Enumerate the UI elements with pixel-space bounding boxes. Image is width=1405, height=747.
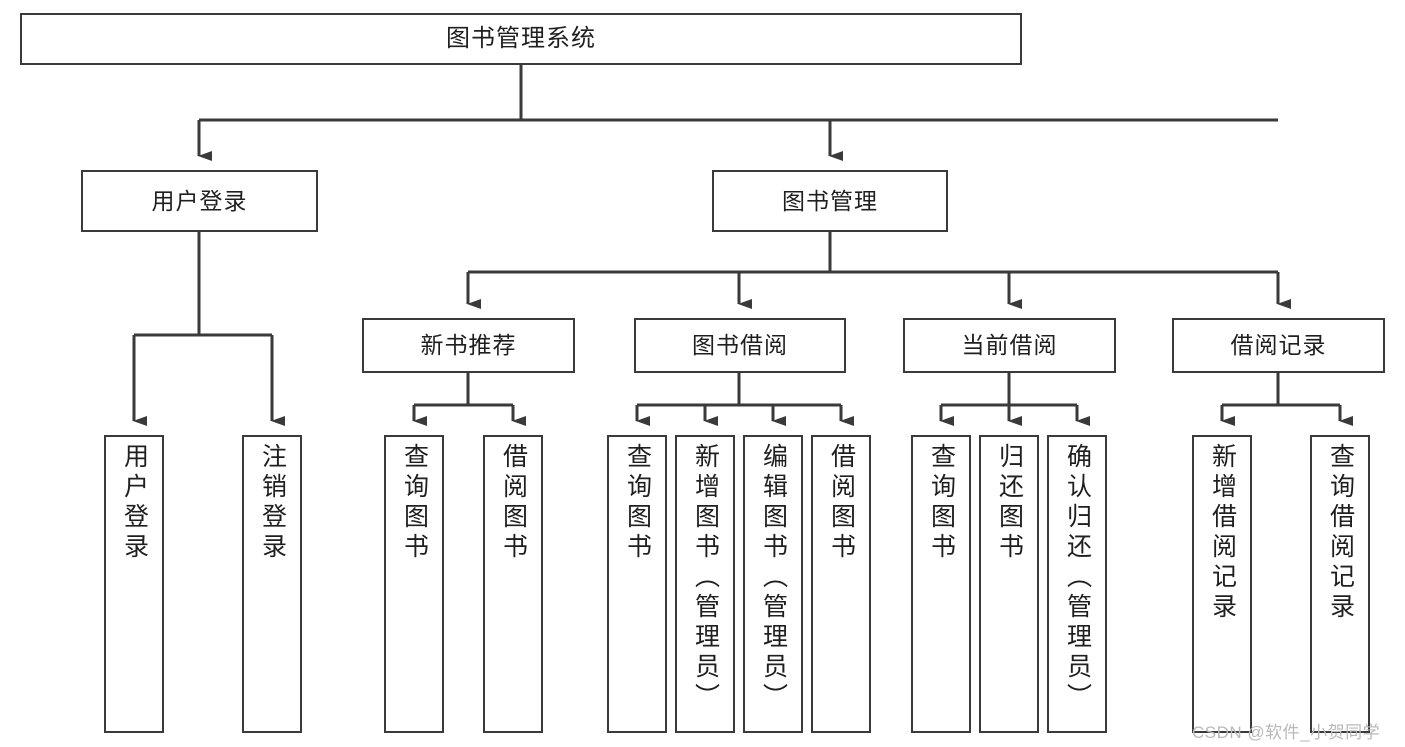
node-borrow-record[interactable]: 借阅记录 — [1172, 318, 1385, 373]
leaf-new-book-query[interactable]: 查询图书 — [384, 435, 444, 733]
leaf-book-borrow-query[interactable]: 查询图书 — [607, 435, 667, 733]
leaf-label: 查询图书 — [623, 443, 652, 563]
leaf-label: 注销登录 — [258, 443, 287, 563]
leaf-current-borrow-confirm-return[interactable]: 确认归还（管理员） — [1047, 435, 1107, 733]
leaf-label: 查询图书 — [400, 443, 429, 563]
leaf-label: 新增借阅记录 — [1208, 443, 1237, 623]
node-label: 借阅记录 — [1230, 332, 1327, 359]
leaf-book-borrow-borrow[interactable]: 借阅图书 — [811, 435, 871, 733]
leaf-label: 借阅图书 — [499, 443, 528, 563]
node-new-book-recommend[interactable]: 新书推荐 — [362, 318, 575, 373]
leaf-user-login-login[interactable]: 用户登录 — [104, 435, 164, 733]
leaf-label: 查询借阅记录 — [1326, 443, 1355, 623]
watermark-text: CSDN @软件_小贺同学 — [1192, 723, 1381, 742]
node-book-management[interactable]: 图书管理 — [712, 170, 948, 232]
leaf-book-borrow-add[interactable]: 新增图书（管理员） — [675, 435, 735, 733]
leaf-new-book-borrow[interactable]: 借阅图书 — [483, 435, 543, 733]
leaf-label: 查询图书 — [927, 443, 956, 563]
node-label: 图书管理系统 — [446, 25, 596, 53]
leaf-borrow-record-add[interactable]: 新增借阅记录 — [1192, 435, 1252, 733]
leaf-book-borrow-edit[interactable]: 编辑图书（管理员） — [743, 435, 803, 733]
leaf-label: 用户登录 — [120, 443, 149, 563]
node-root-book-management-system[interactable]: 图书管理系统 — [20, 13, 1022, 65]
node-user-login[interactable]: 用户登录 — [81, 170, 318, 232]
node-label: 新书推荐 — [420, 332, 517, 359]
leaf-label: 确认归还（管理员） — [1063, 443, 1092, 713]
leaf-label: 新增图书（管理员） — [691, 443, 720, 713]
leaf-label: 编辑图书（管理员） — [759, 443, 788, 713]
leaf-borrow-record-query[interactable]: 查询借阅记录 — [1310, 435, 1370, 733]
node-current-borrow[interactable]: 当前借阅 — [903, 318, 1116, 373]
leaf-label: 借阅图书 — [827, 443, 856, 563]
node-label: 图书管理 — [782, 187, 878, 214]
leaf-current-borrow-return[interactable]: 归还图书 — [979, 435, 1039, 733]
leaf-user-login-logout[interactable]: 注销登录 — [242, 435, 302, 733]
node-label: 用户登录 — [151, 187, 248, 214]
node-label: 图书借阅 — [692, 332, 788, 359]
leaf-label: 归还图书 — [995, 443, 1024, 563]
node-book-borrow[interactable]: 图书借阅 — [634, 318, 846, 373]
node-label: 当前借阅 — [961, 332, 1058, 359]
leaf-current-borrow-query[interactable]: 查询图书 — [911, 435, 971, 733]
